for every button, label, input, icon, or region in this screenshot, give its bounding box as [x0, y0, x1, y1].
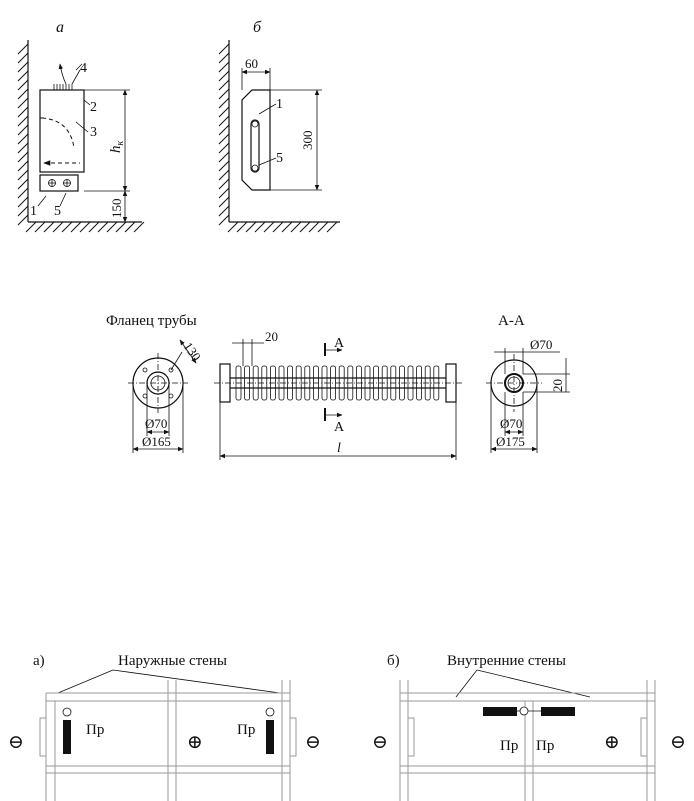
plan-a-title: Наружные стены	[118, 653, 227, 669]
radiator-right	[541, 707, 575, 716]
panel-b-letter: б	[253, 19, 262, 36]
convector-casing	[39, 89, 85, 173]
side-heating-tube	[250, 119, 260, 173]
heating-element	[39, 174, 79, 192]
plan-a-external-walls: а) Наружные стены Пр Пр ⊖ ⊕ ⊖	[8, 653, 321, 801]
section-mark-bottom: А	[334, 420, 345, 435]
flange-diag-label: 130	[181, 339, 204, 364]
fin-pitch-label: 20	[265, 329, 278, 344]
side-height-label: 300	[300, 131, 315, 151]
flange-title: Фланец трубы	[106, 313, 197, 329]
callout-b-5: 5	[276, 151, 283, 166]
plan-b-internal-walls: б) Внутренние стены Пр Пр ⊖ ⊕ ⊖	[372, 653, 686, 801]
air-flow-arrow-icon	[58, 63, 67, 85]
section-outer-label: Ø175	[496, 434, 525, 449]
plus-sign-icon: ⊕	[604, 732, 620, 753]
callout-2: 2	[90, 100, 97, 115]
section-a-a: Ø70 20 Ø70 Ø175	[486, 337, 570, 453]
callout-1: 1	[30, 204, 37, 219]
radiator-left	[483, 707, 517, 716]
height-dim-label: hк	[108, 141, 126, 154]
minus-sign-icon: ⊖	[372, 732, 388, 753]
panel-a-convector-front: а	[17, 19, 145, 233]
section-top-label: Ø70	[530, 337, 552, 352]
plan-b-label-1: Пр	[500, 738, 518, 754]
plan-b-label-2: Пр	[536, 738, 554, 754]
callout-b-1: 1	[276, 97, 283, 112]
flange-outer-label: Ø165	[142, 434, 171, 449]
radiator-left	[63, 720, 71, 754]
radiator-valve-left	[62, 707, 72, 717]
radiator-valve-right	[265, 707, 275, 717]
callout-4: 4	[80, 61, 87, 76]
callout-3: 3	[90, 125, 97, 140]
pipe-length-label: l	[337, 441, 341, 456]
section-mark-top: А	[334, 336, 345, 351]
damper-arc	[41, 117, 75, 149]
section-title: А-А	[498, 313, 525, 329]
side-casing	[241, 89, 271, 191]
minus-sign-icon: ⊖	[305, 732, 321, 753]
floor-gap-label: 150	[109, 199, 124, 219]
minus-sign-icon: ⊖	[8, 732, 24, 753]
flange-diag-dim	[179, 339, 197, 364]
plan-a-label-2: Пр	[237, 722, 255, 738]
finned-pipe-drawing: Фланец трубы А-А 130 Ø70 Ø165	[106, 313, 570, 460]
wall-hatching	[17, 40, 145, 233]
callout-5: 5	[54, 204, 61, 219]
grille-icon	[53, 84, 73, 90]
plan-b-title: Внутренние стены	[447, 653, 566, 669]
plus-sign-icon: ⊕	[187, 732, 203, 753]
plan-a-letter: а)	[33, 653, 45, 669]
radiator-valve-center	[519, 706, 529, 716]
section-offset-label: 20	[550, 379, 565, 392]
pipe-flange: 130 Ø70 Ø165	[128, 339, 204, 453]
section-inner-label: Ø70	[500, 416, 522, 431]
panel-b-convector-side: б 1 5 60 300	[218, 19, 340, 233]
flange-inner-label: Ø70	[145, 416, 167, 431]
pipe-body	[214, 363, 462, 403]
panel-a-letter: а	[56, 19, 64, 36]
plan-b-letter: б)	[387, 653, 400, 669]
width-dim-label: 60	[245, 56, 258, 71]
plan-a-label-1: Пр	[86, 722, 104, 738]
radiator-right	[266, 720, 274, 754]
minus-sign-icon: ⊖	[670, 732, 686, 753]
